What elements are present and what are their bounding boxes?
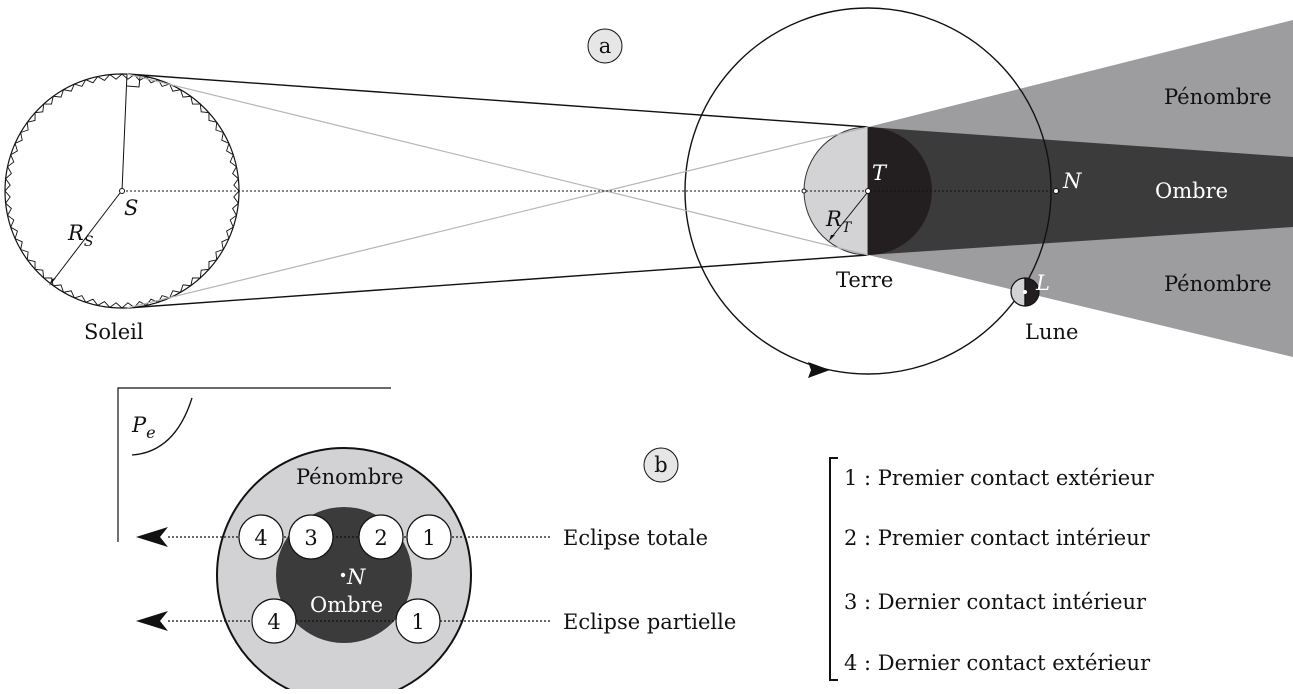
panel-b-label: b	[654, 453, 667, 477]
earth-label: Terre	[836, 268, 893, 292]
outer-tangent-top	[126, 73, 869, 128]
plane-label: Pe	[131, 413, 156, 442]
svg-text:1: 1	[411, 610, 424, 634]
earth-left-point	[801, 188, 807, 194]
partial-eclipse-label: Eclipse partielle	[563, 610, 736, 634]
plane-arc	[131, 397, 193, 456]
contact-1-total: 1	[406, 514, 452, 560]
total-eclipse-label: Eclipse totale	[563, 526, 708, 550]
total-arrow-icon	[136, 527, 168, 547]
legend-item-3: 3 : Dernier contact intérieur	[844, 590, 1147, 614]
orbit-arrow-icon	[808, 362, 830, 378]
sun-radius-arrowhead	[49, 276, 56, 286]
right-angle-mark	[126, 75, 141, 88]
sun-center-label: S	[124, 196, 138, 220]
moon-light-side	[1010, 277, 1026, 307]
earth-radius-arrowhead	[829, 232, 835, 241]
contact-1-partial: 1	[395, 598, 441, 644]
moon-dark-side	[1024, 277, 1040, 307]
earth-center-label: T	[872, 161, 888, 185]
panel-a-badge	[587, 28, 623, 64]
umbra-b-label: Ombre	[310, 593, 383, 617]
center-b-label: N	[346, 565, 366, 589]
partial-arrow-icon	[136, 611, 168, 631]
earth-radius-label: RT	[825, 207, 853, 236]
sun-radius-arrow	[51, 192, 121, 283]
contact-4-partial: 4	[251, 598, 297, 644]
svg-text:3: 3	[304, 526, 317, 550]
ecliptic-plane-bracket	[117, 387, 391, 542]
sun-tangent-radius	[121, 73, 128, 192]
panel-a-label: a	[599, 34, 612, 58]
inner-tangent-2	[126, 126, 869, 309]
legend-item-2: 2 : Premier contact intérieur	[844, 526, 1151, 550]
penumbra-top-label: Pénombre	[1164, 85, 1272, 109]
moon-point-label: L	[1035, 271, 1050, 295]
svg-text:4: 4	[267, 610, 280, 634]
node-point	[1053, 188, 1059, 194]
svg-text:1: 1	[422, 526, 435, 550]
inner-tangent-1	[126, 73, 869, 256]
figure-b: Pe Pénombre N Ombre Eclipse totale 4 3 2…	[117, 387, 1155, 694]
umbra-label: Ombre	[1155, 179, 1228, 203]
earth-center-point	[865, 188, 871, 194]
contact-4-total: 4	[238, 514, 284, 560]
moon-point	[1023, 290, 1027, 294]
sun-teeth	[4, 73, 240, 309]
legend-bracket	[829, 457, 838, 681]
legend-item-1: 1 : Premier contact extérieur	[844, 466, 1155, 490]
sun-radius-label: RS	[67, 221, 93, 250]
sun-label: Soleil	[84, 320, 144, 344]
penumbra-bottom-label: Pénombre	[1164, 272, 1272, 296]
outer-tangent-bottom	[126, 254, 869, 309]
svg-text:2: 2	[374, 526, 387, 550]
penumbra-b-label: Pénombre	[296, 465, 404, 489]
panel-b-badge	[643, 447, 679, 483]
earth-radius-arrow	[830, 192, 868, 239]
moon-label: Lune	[1025, 320, 1078, 344]
contact-3-total: 3	[288, 514, 334, 560]
disc-center-point	[340, 572, 346, 578]
legend-item-4: 4 : Dernier contact extérieur	[844, 651, 1151, 675]
svg-text:4: 4	[254, 526, 267, 550]
node-label: N	[1062, 169, 1082, 193]
figure-a: a S RS Soleil T RT Terre N L Lune Pénomb…	[4, 7, 1293, 378]
umbra-cone	[868, 127, 1293, 255]
contact-2-total: 2	[358, 514, 404, 560]
sun-center-point	[119, 188, 125, 194]
